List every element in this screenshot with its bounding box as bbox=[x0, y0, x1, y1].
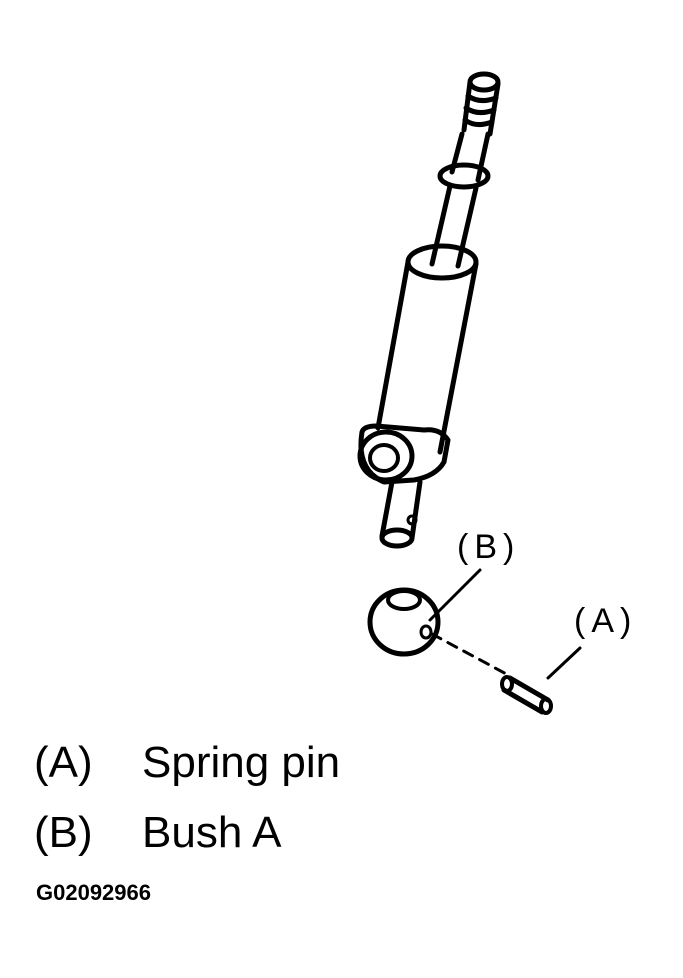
legend-row-b: (B) Bush A bbox=[34, 808, 281, 858]
leader-line-b bbox=[428, 568, 482, 622]
rod-ring bbox=[437, 162, 491, 190]
legend-row-a: (A) Spring pin bbox=[34, 738, 340, 788]
lever-yoke bbox=[357, 423, 451, 485]
legend-label: Bush A bbox=[142, 808, 282, 857]
lever-cylinder bbox=[375, 243, 479, 455]
rod-shaft bbox=[429, 131, 491, 269]
spring-pin bbox=[500, 675, 553, 715]
legend-label: Spring pin bbox=[142, 738, 341, 787]
figure-id: G02092966 bbox=[36, 880, 151, 905]
legend-key: (B) bbox=[34, 808, 93, 857]
rod-thread bbox=[461, 71, 501, 137]
lever-pin bbox=[379, 479, 423, 549]
alignment-line bbox=[430, 632, 512, 678]
legend-key: (A) bbox=[34, 738, 93, 787]
leader-line-a bbox=[546, 646, 582, 680]
bush-a bbox=[367, 587, 441, 657]
callout-a: (A) bbox=[574, 602, 638, 640]
shift-lever-diagram bbox=[357, 71, 582, 715]
callout-b: (B) bbox=[457, 528, 521, 566]
